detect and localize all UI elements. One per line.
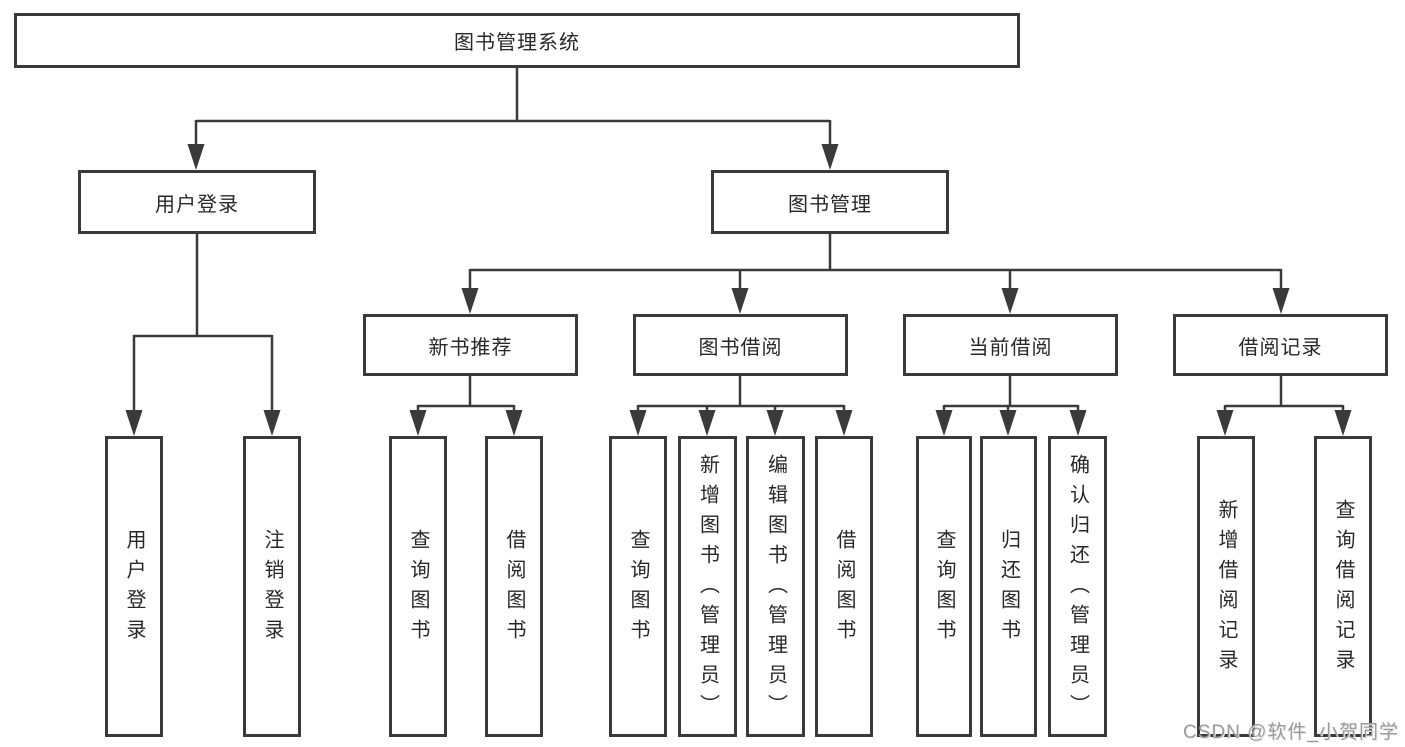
node-leaf-logout: 注销登录 [243, 436, 301, 737]
node-leaf-borrow-books-recommend: 借阅图书 [485, 436, 543, 737]
node-new-book-recommend: 新书推荐 [363, 314, 578, 376]
node-leaf-user-login: 用户登录 [105, 436, 163, 737]
node-leaf-return-books: 归还图书 [980, 436, 1037, 737]
node-book-management: 图书管理 [711, 170, 949, 234]
node-leaf-query-books-current: 查询图书 [916, 436, 972, 737]
node-book-borrowing: 图书借阅 [633, 314, 848, 376]
node-current-borrowing: 当前借阅 [903, 314, 1118, 376]
node-leaf-borrow-books-borrowing: 借阅图书 [815, 436, 873, 737]
node-library-system: 图书管理系统 [14, 13, 1020, 68]
csdn-watermark: CSDN @软件_小贺同学 [1183, 722, 1399, 743]
node-leaf-add-books-admin: 新增图书（管理员） [678, 436, 737, 737]
node-leaf-edit-books-admin: 编辑图书（管理员） [746, 436, 805, 737]
node-leaf-add-borrow-record: 新增借阅记录 [1197, 436, 1255, 737]
node-borrowing-records: 借阅记录 [1173, 314, 1388, 376]
node-leaf-query-books-borrowing: 查询图书 [609, 436, 667, 737]
node-user-login: 用户登录 [78, 170, 316, 234]
node-leaf-query-books-recommend: 查询图书 [389, 436, 447, 737]
arrowheads [125, 144, 1352, 436]
node-leaf-query-borrow-record: 查询借阅记录 [1314, 436, 1372, 737]
node-leaf-confirm-return-admin: 确认归还（管理员） [1048, 436, 1107, 737]
